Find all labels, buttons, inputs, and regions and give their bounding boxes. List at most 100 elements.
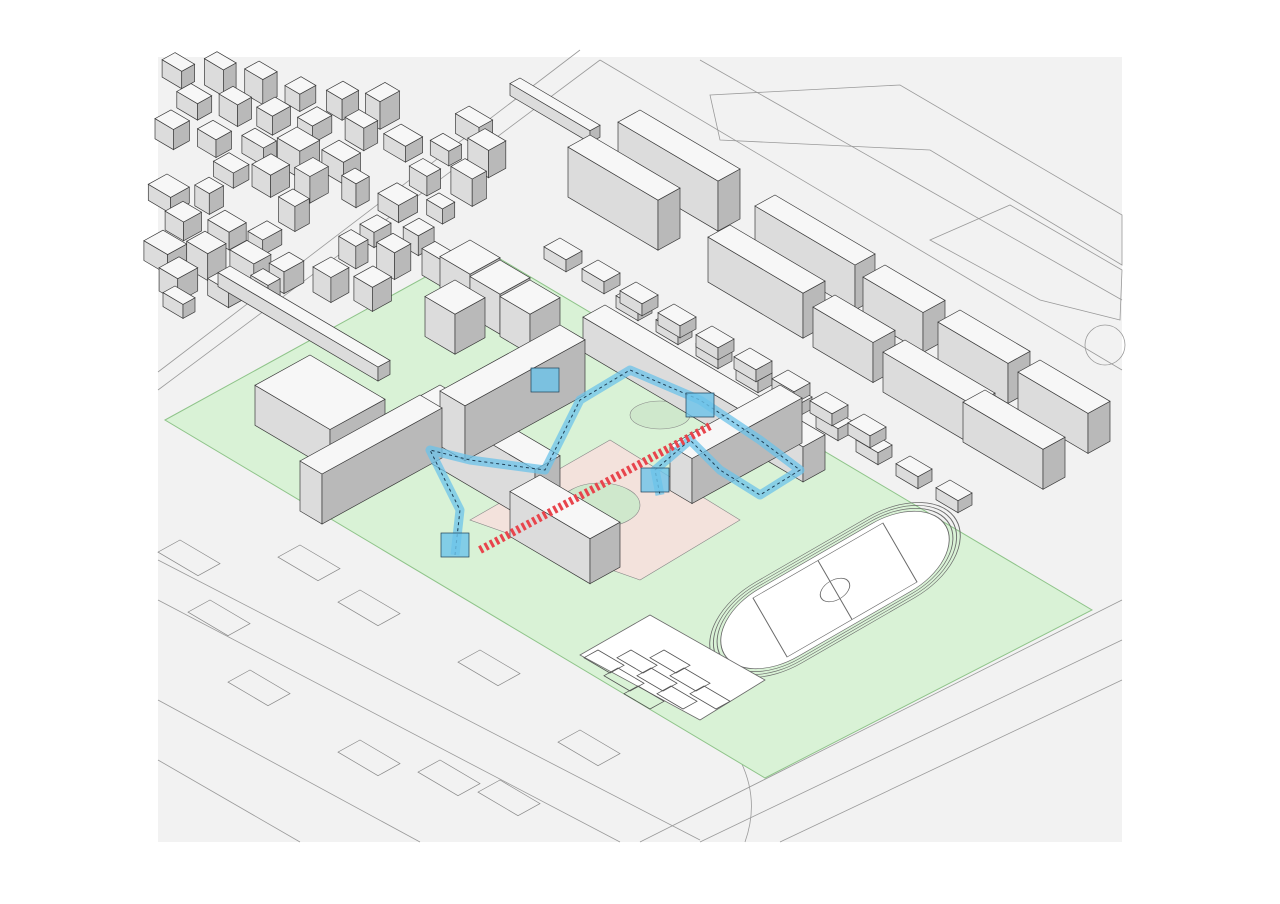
road-line xyxy=(157,599,621,843)
building-face-top xyxy=(296,106,333,127)
house-block xyxy=(377,182,419,224)
pitch-center-circle xyxy=(819,577,851,603)
road-line xyxy=(157,559,701,841)
building-face-top xyxy=(218,85,253,106)
house-block xyxy=(325,80,360,121)
house-block xyxy=(425,192,456,225)
house-block xyxy=(162,285,196,320)
building-face-top xyxy=(194,176,225,195)
building-face-top xyxy=(543,237,583,261)
building-face-top xyxy=(277,188,311,207)
building-face-top xyxy=(617,109,741,182)
building-face-top xyxy=(771,369,811,393)
house-block xyxy=(251,153,291,199)
residential-slab xyxy=(962,389,1066,490)
house-block xyxy=(296,106,333,145)
house-block xyxy=(429,132,463,167)
house-block xyxy=(196,119,233,159)
road-curve xyxy=(739,759,752,843)
plot-outline xyxy=(227,669,291,707)
building-face-top xyxy=(143,229,188,256)
cross-building-arm xyxy=(424,279,486,355)
building-face-top xyxy=(377,182,419,206)
road-network xyxy=(157,49,1126,843)
house-block xyxy=(161,52,196,90)
house-block xyxy=(217,265,391,382)
small-house xyxy=(809,391,849,427)
building-face-top xyxy=(375,232,412,254)
plot-outline xyxy=(457,649,521,687)
building-face-top xyxy=(212,152,250,174)
plot-outline xyxy=(417,759,481,797)
building-face-top xyxy=(217,265,391,368)
basketball-court xyxy=(656,685,698,710)
house-block xyxy=(353,265,393,313)
building-face-top xyxy=(196,119,233,141)
classroom-wing-south xyxy=(299,394,443,525)
house-block xyxy=(243,60,278,106)
house-block xyxy=(164,200,203,242)
building-face-top xyxy=(293,157,330,177)
building-face-top xyxy=(164,200,203,223)
building-face-top xyxy=(467,128,507,151)
school-building xyxy=(299,304,826,585)
small-house xyxy=(847,413,887,449)
building-face-top xyxy=(567,134,681,201)
building-face-top xyxy=(312,256,350,278)
plaza xyxy=(929,204,1123,321)
road-line xyxy=(779,679,1123,843)
library-block xyxy=(509,474,621,585)
plot-outline xyxy=(187,599,251,637)
building-face-top xyxy=(321,139,362,163)
house-block xyxy=(284,76,317,113)
building-face-top xyxy=(185,230,227,255)
basketball-court xyxy=(669,667,711,692)
building-face-top xyxy=(962,389,1066,450)
building-face-top xyxy=(657,303,697,327)
road-line xyxy=(157,759,301,843)
house-block xyxy=(450,158,488,208)
building-face-top xyxy=(284,76,317,95)
building-face-top xyxy=(364,81,401,103)
small-house xyxy=(733,347,773,383)
building-face-top xyxy=(229,239,272,265)
building-face-top xyxy=(509,474,621,540)
residential-slab xyxy=(1017,359,1111,455)
house-block xyxy=(375,232,412,281)
house-block xyxy=(218,85,253,128)
building-face-top xyxy=(241,127,278,149)
building-face-top xyxy=(325,80,360,100)
building-face-top xyxy=(276,126,321,152)
building-face-top xyxy=(695,325,735,349)
building-face-top xyxy=(754,194,876,266)
building-face-top xyxy=(450,158,488,180)
building-face-top xyxy=(207,209,247,233)
small-house xyxy=(695,325,735,361)
building-face-top xyxy=(154,109,191,130)
small-house xyxy=(543,237,583,273)
building-face-top xyxy=(619,281,659,305)
residential-slab xyxy=(617,109,741,232)
building-face-top xyxy=(439,239,501,275)
basketball-court xyxy=(623,685,665,710)
building-face-top xyxy=(809,391,849,415)
residential-slab xyxy=(567,134,681,251)
residential-slab xyxy=(937,309,1031,405)
building-face-top xyxy=(256,96,292,117)
roundabout xyxy=(1084,324,1126,366)
basketball-court xyxy=(649,649,691,674)
basketball-court xyxy=(689,685,731,710)
building-face-top xyxy=(299,394,443,475)
basketball-court xyxy=(636,667,678,692)
stair-core xyxy=(530,367,560,393)
stair-core xyxy=(440,532,470,558)
building-face-top xyxy=(338,229,369,247)
building-face-top xyxy=(402,217,435,237)
small-house xyxy=(895,455,933,490)
building-face-top xyxy=(895,455,933,478)
building-face-top xyxy=(243,60,278,81)
house-block xyxy=(176,83,213,121)
building-face-top xyxy=(425,192,456,210)
plot-outline xyxy=(337,589,401,627)
